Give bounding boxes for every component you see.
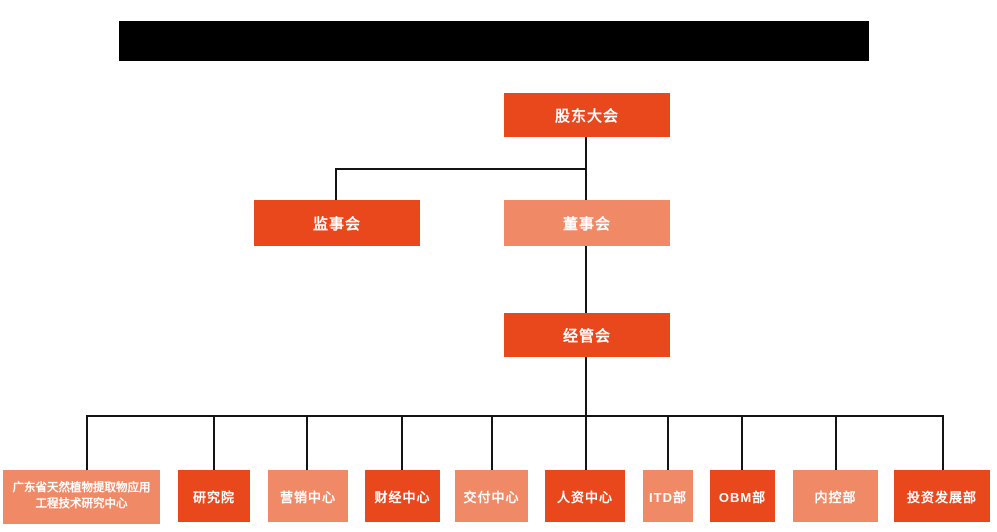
node-dept-obm: OBM部 (710, 470, 775, 522)
node-label: 监事会 (312, 215, 361, 233)
connector-dept-drop-7 (741, 415, 743, 470)
connector-dept-drop-8 (835, 415, 837, 470)
node-label: 内控部 (814, 489, 857, 505)
connector-dept-drop-1 (213, 415, 215, 470)
node-board-of-directors: 董事会 (504, 200, 670, 246)
connector-dept-drop-2 (306, 415, 308, 470)
node-label: 经管会 (562, 327, 611, 345)
connector-level2-bus (335, 168, 587, 170)
redacted-title-bar (119, 21, 869, 61)
connector-department-bus (86, 415, 944, 417)
node-dept-investment-development: 投资发展部 (894, 470, 990, 522)
node-label: 董事会 (562, 215, 611, 233)
node-label: 投资发展部 (906, 489, 977, 505)
node-dept-marketing-center: 营销中心 (268, 470, 348, 522)
node-label: ITD部 (649, 489, 687, 505)
node-label: 财经中心 (374, 489, 431, 505)
node-management-committee: 经管会 (504, 313, 670, 357)
connector-dept-drop-5 (585, 415, 587, 470)
connector-management-stem (585, 357, 587, 417)
node-label: 研究院 (192, 489, 235, 505)
node-dept-finance-center: 财经中心 (365, 470, 440, 522)
node-label: 股东大会 (554, 107, 619, 125)
node-label: OBM部 (718, 489, 767, 505)
node-dept-delivery-center: 交付中心 (455, 470, 528, 522)
connector-board-drop (585, 168, 587, 200)
connector-root-stem (585, 137, 587, 169)
node-label: 营销中心 (279, 489, 336, 505)
node-dept-internal-control: 内控部 (793, 470, 878, 522)
node-dept-hr-center: 人资中心 (545, 470, 625, 522)
connector-supervisory-drop (335, 168, 337, 200)
node-dept-research-institute: 研究院 (178, 470, 250, 522)
node-label: 广东省天然植物提取物应用工程技术研究中心 (12, 482, 151, 510)
node-supervisory-board: 监事会 (254, 200, 420, 246)
connector-dept-drop-4 (491, 415, 493, 470)
node-dept-research-center: 广东省天然植物提取物应用工程技术研究中心 (3, 470, 160, 524)
connector-dept-drop-3 (401, 415, 403, 470)
connector-board-management (585, 246, 587, 313)
node-dept-itd: ITD部 (643, 470, 693, 522)
node-label: 人资中心 (556, 489, 613, 505)
connector-dept-drop-6 (667, 415, 669, 470)
connector-dept-drop-9 (942, 415, 944, 470)
node-shareholders-meeting: 股东大会 (504, 93, 670, 137)
connector-dept-drop-0 (86, 415, 88, 470)
node-label: 交付中心 (463, 489, 520, 505)
